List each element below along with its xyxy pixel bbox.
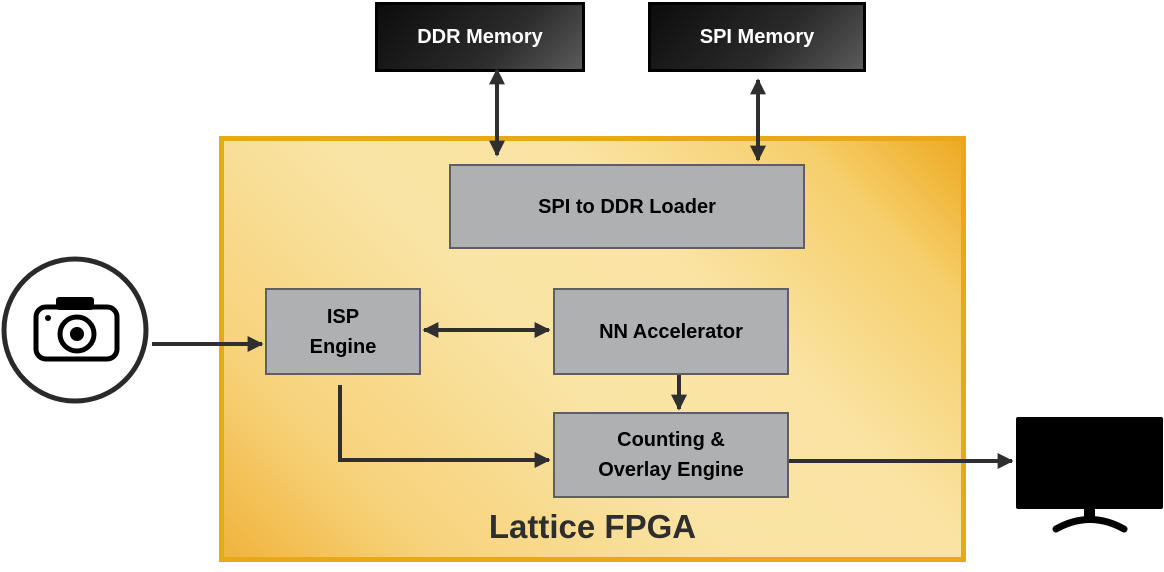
- counting-label-line1: Counting &: [617, 429, 725, 451]
- counting-label-line2: Overlay Engine: [598, 459, 744, 481]
- fpga-title: Lattice FPGA: [488, 508, 697, 545]
- monitor-icon: [1016, 417, 1163, 533]
- ddr-memory-label: DDR Memory: [417, 25, 543, 48]
- isp-label-line1: ISP: [326, 305, 360, 328]
- isp-engine-block: ISP Engine: [265, 288, 421, 375]
- camera-icon: [1, 256, 149, 404]
- loader-label: SPI to DDR Loader: [538, 195, 716, 218]
- spi-to-ddr-loader-block: SPI to DDR Loader: [449, 164, 805, 249]
- nn-accelerator-label: NN Accelerator: [599, 320, 743, 343]
- counting-overlay-engine-block: Counting & Overlay Engine: [553, 412, 789, 498]
- spi-memory-block: SPI Memory: [648, 2, 866, 72]
- isp-label-line2: Engine: [309, 335, 377, 358]
- isp-counting-arrow: [338, 385, 551, 468]
- spi-memory-label: SPI Memory: [699, 25, 815, 48]
- nn-accelerator-block: NN Accelerator: [553, 288, 789, 375]
- ddr-memory-block: DDR Memory: [375, 2, 585, 72]
